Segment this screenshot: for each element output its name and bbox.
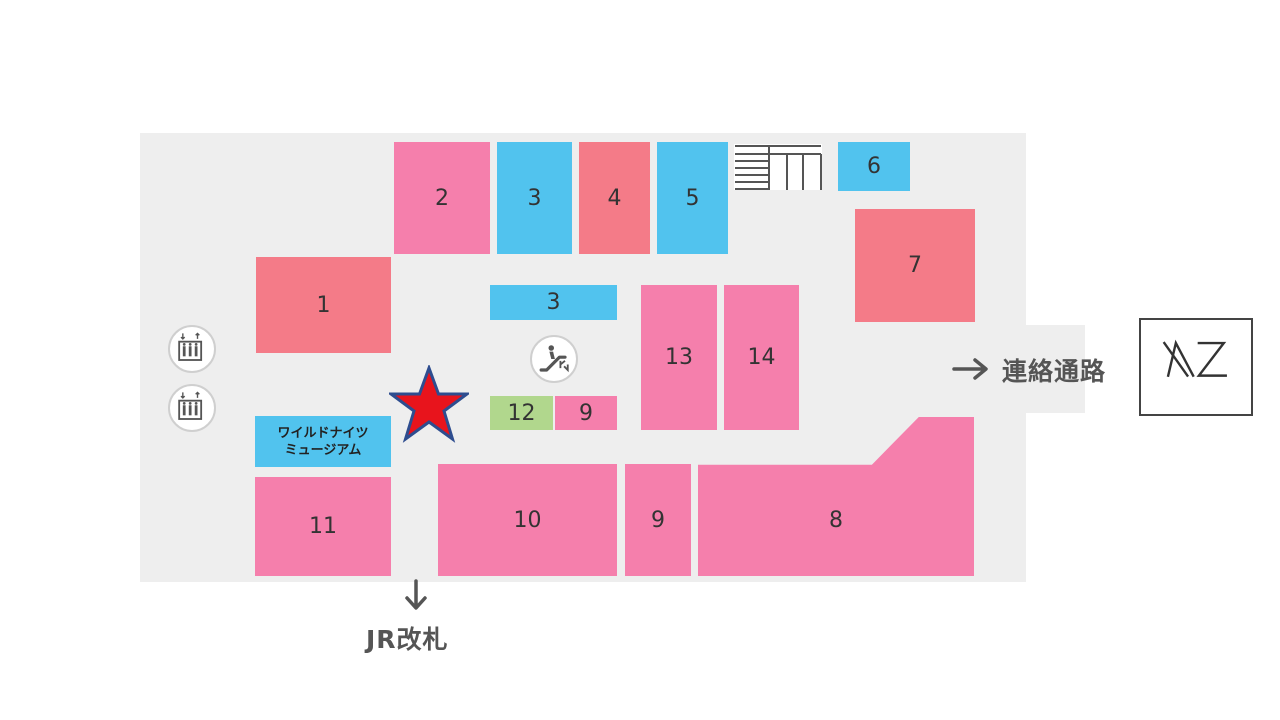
- shop-1[interactable]: 1: [256, 257, 391, 353]
- az-logo-glyph: [1162, 339, 1227, 378]
- escalator-glyph: [539, 345, 569, 373]
- elevator-icon: [168, 384, 216, 432]
- arrow-right-icon: [952, 358, 988, 380]
- shop-label: 9: [651, 507, 665, 533]
- az-logo-icon: [1139, 318, 1253, 416]
- passage-floor: [1020, 325, 1085, 413]
- shop-12[interactable]: 12: [490, 396, 553, 430]
- shop-label: 13: [665, 345, 693, 370]
- elevator-glyph: [178, 332, 203, 361]
- shop-9-bottom[interactable]: 9: [625, 464, 691, 576]
- elevator-icon: [168, 325, 216, 373]
- shop-9-small[interactable]: 9: [555, 396, 617, 430]
- shop-label: 10: [513, 507, 542, 533]
- shop-2[interactable]: 2: [394, 142, 490, 254]
- arrow-down-icon: [405, 579, 427, 610]
- shop-8-label-area: 8: [698, 464, 974, 576]
- shop-7[interactable]: 7: [855, 209, 975, 322]
- shop-4[interactable]: 4: [579, 142, 650, 254]
- passage-label: 連絡通路: [1002, 357, 1107, 386]
- shop-3-top[interactable]: 3: [497, 142, 572, 254]
- shop-label: 11: [309, 514, 337, 539]
- shop-3-mid[interactable]: 3: [490, 285, 617, 320]
- shop-label: 5: [685, 185, 700, 211]
- current-location-star-icon: [389, 365, 469, 443]
- escalator-icon: [530, 335, 578, 383]
- shop-label: 12: [507, 400, 536, 426]
- elevator-glyph: [178, 391, 203, 420]
- stairs-icon: [734, 144, 822, 190]
- wild-knights-museum[interactable]: ワイルドナイツ ミュージアム: [255, 416, 391, 467]
- jr-gate-label: JR改札: [366, 625, 449, 654]
- shop-10[interactable]: 10: [438, 464, 617, 576]
- shop-label: 2: [435, 185, 449, 211]
- shop-label: 1: [316, 292, 331, 318]
- shop-13[interactable]: 13: [641, 285, 717, 430]
- shop-14[interactable]: 14: [724, 285, 799, 430]
- museum-label-line2: ミュージアム: [284, 442, 362, 458]
- shop-label: 7: [908, 253, 922, 278]
- shop-label: 14: [747, 345, 776, 370]
- shop-label: 3: [546, 290, 561, 315]
- shop-label: 4: [607, 185, 622, 211]
- shop-5[interactable]: 5: [657, 142, 728, 254]
- museum-label-line1: ワイルドナイツ: [277, 425, 369, 441]
- shop-label: 6: [867, 154, 881, 179]
- shop-11[interactable]: 11: [255, 477, 391, 576]
- shop-label: 3: [527, 185, 542, 211]
- shop-6[interactable]: 6: [838, 142, 910, 191]
- shop-label: 8: [829, 507, 843, 533]
- shop-label: 9: [579, 400, 593, 426]
